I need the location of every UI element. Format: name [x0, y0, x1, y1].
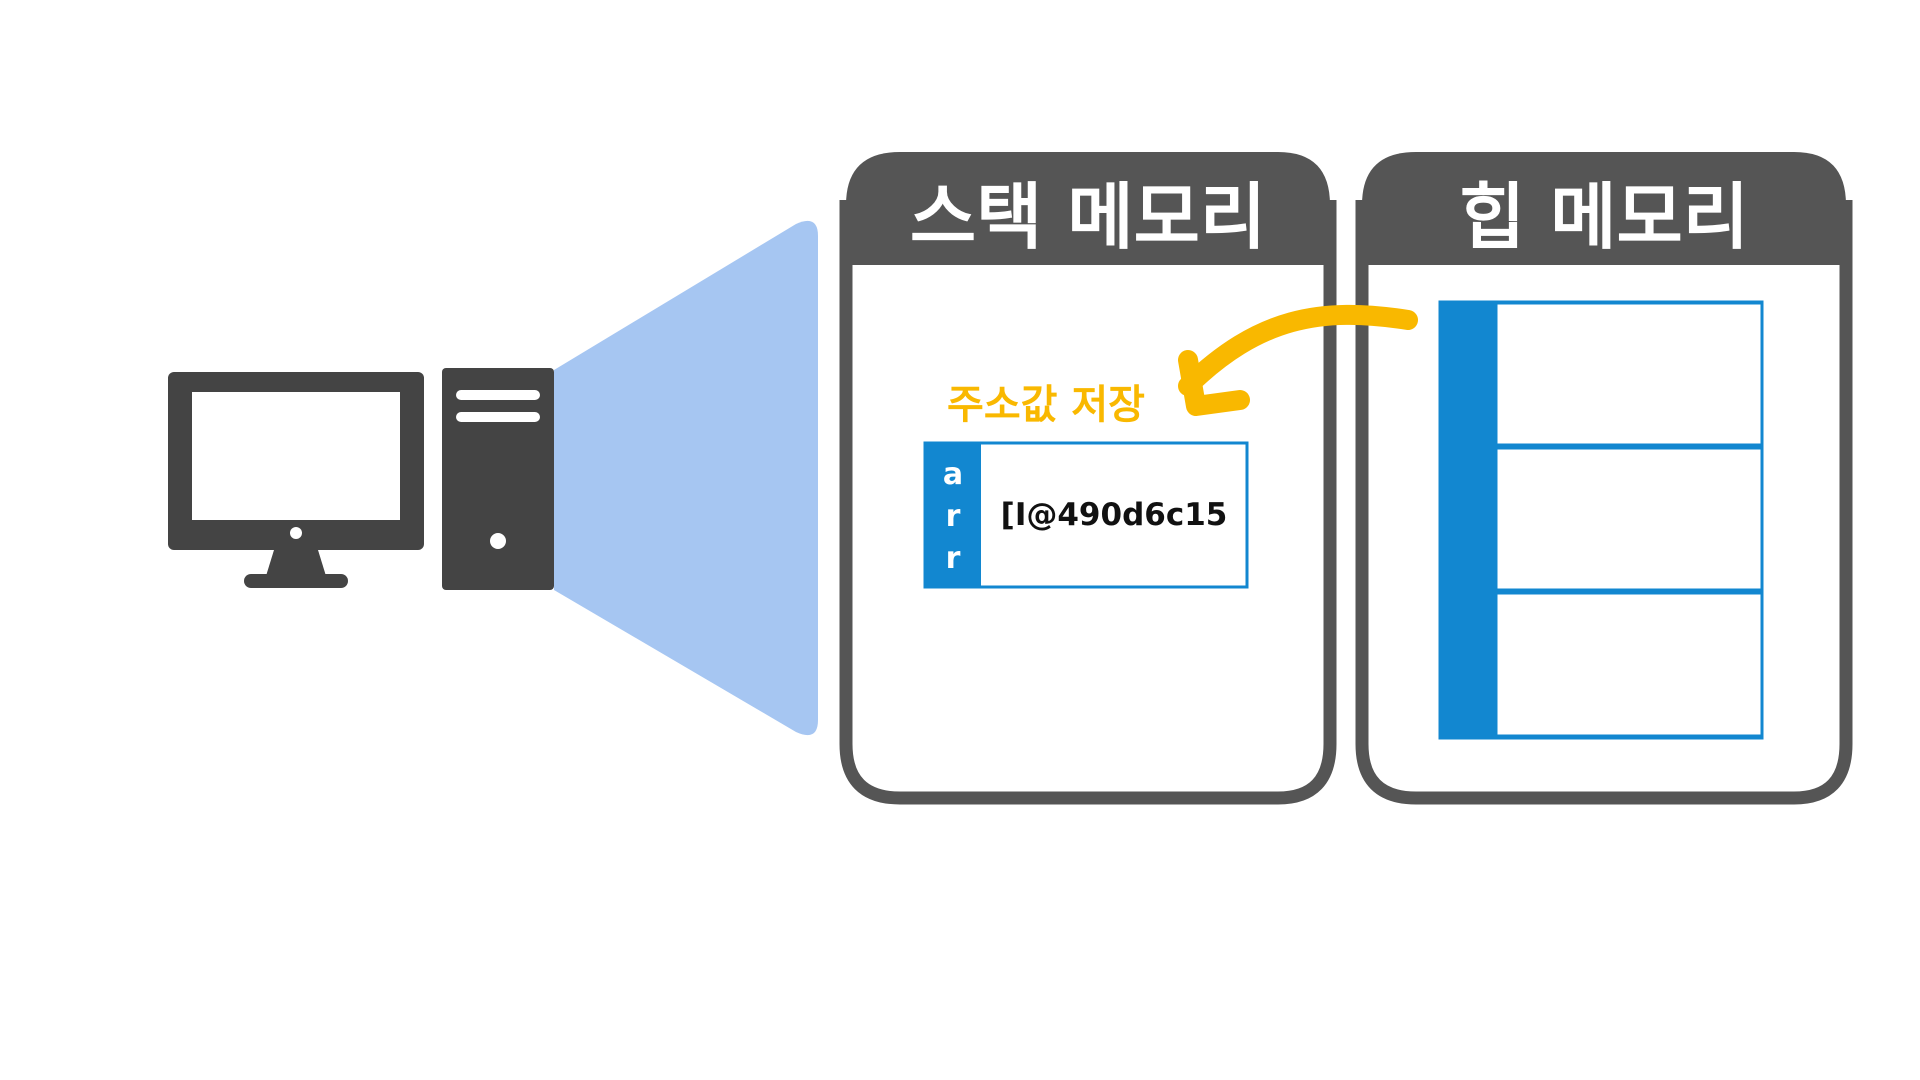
arr-address-value: [I@490d6c15: [1001, 497, 1228, 533]
stack-memory-panel: 스택 메모리 주소값 저장 a r r [I@490d6c15: [839, 152, 1337, 805]
heap-cell-2: [1494, 446, 1764, 592]
arr-name-letter-2: r: [946, 499, 961, 534]
heap-panel-title: 힙 메모리: [1459, 175, 1749, 259]
arr-name-letter-1: a: [943, 457, 963, 492]
reference-arrow-head: [1178, 350, 1250, 416]
reference-arrow: [1178, 304, 1418, 416]
monitor-screen: [192, 392, 400, 520]
heap-panel-frame: [1355, 200, 1853, 805]
stack-panel-header: [846, 152, 1330, 265]
heap-array-strip: [1440, 302, 1496, 738]
monitor-neck: [266, 550, 326, 576]
address-store-label: 주소값 저장: [947, 382, 1145, 428]
stack-panel-frame: [839, 200, 1337, 805]
heap-cell-3: [1494, 591, 1764, 738]
arr-variable-cell: a r r [I@490d6c15: [923, 441, 1249, 589]
arr-name-letter-3: r: [946, 541, 961, 576]
heap-memory-panel: 힙 메모리: [1355, 152, 1853, 805]
tower-slot-2: [456, 412, 540, 422]
monitor-power-dot: [290, 527, 302, 539]
heap-panel-header: [1362, 152, 1846, 265]
arr-name-strip: [925, 443, 981, 587]
stack-panel-title: 스택 메모리: [910, 175, 1266, 259]
desktop-computer-icon: [168, 368, 554, 590]
heap-array-outline: [1438, 300, 1764, 740]
tower-power-button: [490, 533, 506, 549]
heap-array: [1438, 300, 1764, 740]
reference-arrow-curve: [1178, 304, 1418, 396]
tower-slot-1: [456, 390, 540, 400]
heap-cell-1: [1494, 301, 1764, 447]
monitor-base: [244, 574, 348, 588]
projection-beam: [554, 220, 818, 736]
computer-tower: [442, 368, 554, 590]
